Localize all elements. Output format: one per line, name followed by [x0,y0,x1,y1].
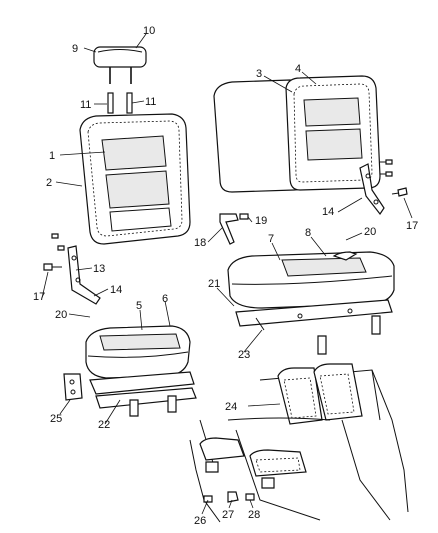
callout-17-left: 17 [33,291,45,303]
callout-7: 7 [268,233,274,245]
fasteners-bottom [203,491,255,503]
recliner-hinge-left [43,233,101,305]
rear-seat-back [213,75,381,193]
callout-23: 23 [238,349,250,361]
callout-13: 13 [93,263,105,275]
front-seat-frame [89,371,197,417]
recliner-hinge-right [359,163,385,216]
callout-labels: 1 2 3 4 5 6 7 8 9 10 11 11 13 14 14 17 1… [33,25,418,527]
callout-10: 10 [143,25,155,37]
front-seat-bracket [63,373,83,401]
rear-seat-frame [235,299,393,355]
callout-26: 26 [194,515,206,527]
callout-27: 27 [222,509,234,521]
callout-17-right: 17 [406,220,418,232]
headrest [93,46,147,84]
callout-28: 28 [248,509,260,521]
callout-3: 3 [256,68,262,80]
rear-seat-cushion [227,251,395,309]
callout-19: 19 [255,215,267,227]
front-seat-back [79,113,191,245]
callout-2: 2 [46,177,52,189]
headrest-guide-sleeves [107,92,133,114]
screws-right [380,159,408,197]
callout-14-left: 14 [110,284,122,296]
callout-22: 22 [98,419,110,431]
vehicle-seat-assembly [189,363,409,523]
callout-8: 8 [305,227,311,239]
leader-lines [41,33,413,515]
callout-9: 9 [72,43,78,55]
callout-11-left: 11 [80,99,91,111]
callout-14-right: 14 [322,206,334,218]
callout-20-right: 20 [364,226,376,238]
callout-24: 24 [225,401,237,413]
front-seat-cushion [85,325,191,379]
callout-4: 4 [295,63,301,75]
callout-1: 1 [49,150,55,162]
callout-5: 5 [136,300,142,312]
seat-bracket [219,213,249,245]
callout-21: 21 [208,278,220,290]
callout-18: 18 [194,237,206,249]
callout-20-left: 20 [55,309,67,321]
callout-6: 6 [162,293,168,305]
callout-25: 25 [50,413,62,425]
callout-11-right: 11 [145,96,156,108]
